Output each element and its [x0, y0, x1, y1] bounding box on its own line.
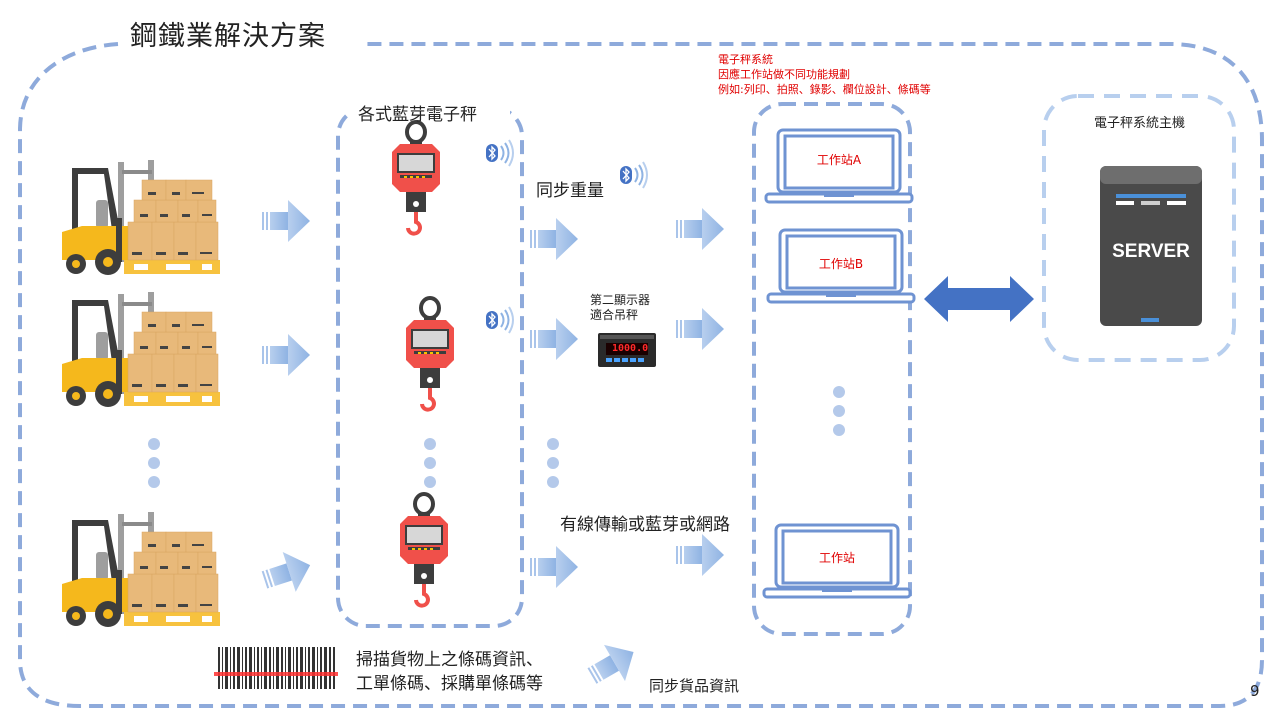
outer-container-border	[18, 42, 1264, 708]
workstation-label: 工作站	[818, 551, 855, 565]
scales-group-border	[336, 106, 524, 628]
second-display-device	[598, 333, 656, 367]
workstations-group-border	[752, 102, 912, 636]
transmission-label: 有線傳輸或藍芽或網路	[560, 515, 730, 535]
server-text: SERVER	[1112, 241, 1190, 262]
page-number: 9	[1250, 682, 1260, 700]
bidirectional-arrow	[924, 276, 1034, 322]
barcode-description: 掃描貨物上之條碼資訊、 工單條碼、採購單條碼等	[356, 650, 543, 694]
barcode-graphic	[214, 646, 338, 690]
workstation-a-label: 工作站A	[816, 153, 862, 167]
forklift-2	[61, 291, 221, 408]
system-notes: 電子秤系統 因應工作站做不同功能規劃 例如:列印、拍照、錄影、欄位設計、條碼等	[718, 53, 931, 96]
workstation-b-label: 工作站B	[818, 257, 864, 271]
server-section-label: 電子秤系統主機	[1094, 116, 1186, 131]
scales-section-label: 各式藍芽電子秤	[358, 105, 477, 125]
second-display-label: 第二顯示器 適合吊秤	[590, 293, 651, 322]
forklift-1	[61, 159, 221, 276]
forklift-3	[61, 511, 221, 628]
page-title: 鋼鐵業解決方案	[124, 14, 332, 53]
server-group-border	[1042, 94, 1236, 362]
server-device	[1100, 166, 1202, 326]
second-display-reading: 1000.0	[612, 343, 649, 354]
sync-weight-label: 同步重量	[536, 181, 604, 201]
sync-goods-label: 同步貨品資訊	[649, 677, 740, 695]
